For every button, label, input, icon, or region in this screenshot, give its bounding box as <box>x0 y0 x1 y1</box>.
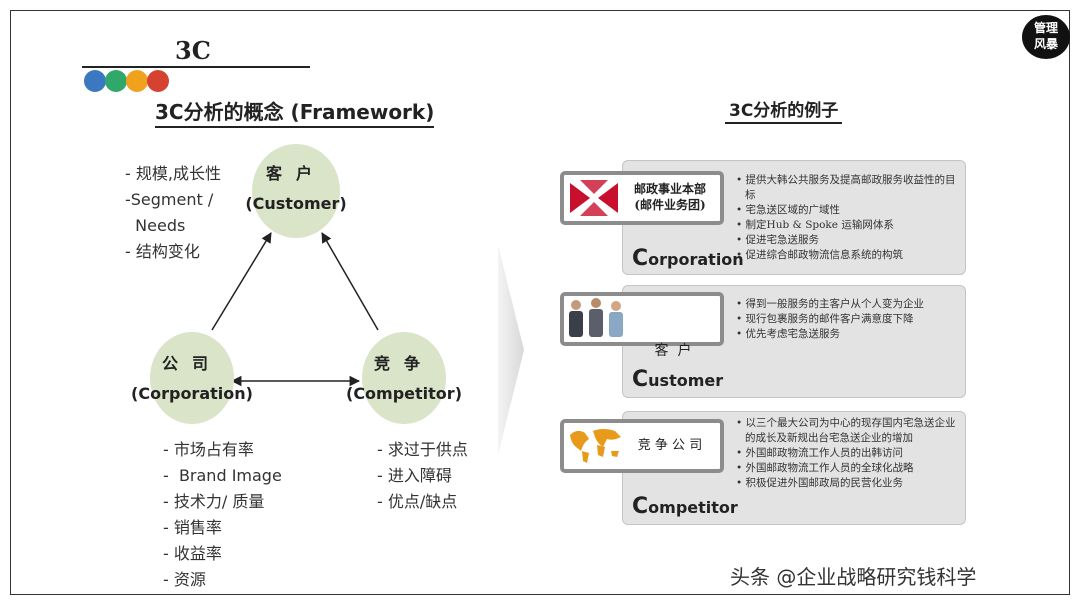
watermark: 头条 @企业战略研究钱科学 <box>730 565 977 589</box>
corporation-circle <box>150 332 234 424</box>
bullet-item: 制定Hub & Spoke 运输网体系 <box>736 218 964 233</box>
card-competitor-name: Competitor <box>632 494 738 519</box>
arrow-competitor-to-customer <box>321 232 379 331</box>
brand-badge: 管理 风暴 <box>1022 15 1070 59</box>
example-title: 3C分析的例子 <box>725 96 843 124</box>
bullet-item: 宅急送区域的广域性 <box>736 203 964 218</box>
people-icon <box>569 298 623 337</box>
card-corporation-box-text: 邮政事业本部 (邮件业务团) <box>622 181 718 213</box>
corporation-en: (Corporation) <box>131 384 253 403</box>
bullet-item: 促进宅急送服务 <box>736 233 964 248</box>
bullet-item: 优先考虑宅急送服务 <box>736 327 964 342</box>
card-competitor-box-line1: 竞 争 公 司 <box>637 438 703 453</box>
concept-title: 3C分析的概念 (Framework) <box>155 96 435 128</box>
title-underline <box>82 66 310 68</box>
customer-circle <box>252 144 340 238</box>
card-corporation-bullets: 提供大韩公共服务及提高邮政服务收益性的目标 宅急送区域的广域性 制定Hub & … <box>736 173 964 263</box>
bullet-item: 促进综合邮政物流信息系统的构筑 <box>736 248 964 263</box>
badge-line2: 风暴 <box>1033 37 1058 51</box>
color-dots <box>84 70 169 92</box>
postal-logo-icon <box>570 180 618 216</box>
card-competitor-box <box>560 419 724 473</box>
corporation-label: 公司 (Corporation) <box>122 350 262 403</box>
bullet-item: 以三个最大公司为中心的现存国内宅急送企业的成长及新规出台宅急送企业的增加 <box>736 416 964 446</box>
color-dot-green <box>105 70 127 92</box>
color-dot-red <box>147 70 169 92</box>
card-customer-name: Customer <box>632 367 723 392</box>
bullet-item: 外国邮政物流工作人员的出韩访问 <box>736 446 964 461</box>
card-customer-box-text: 客 户 <box>628 311 718 375</box>
card-corporation-rest: orporation <box>648 250 744 269</box>
card-customer-initial: C <box>632 367 649 392</box>
card-customer-rest: ustomer <box>648 371 724 390</box>
corporation-cn: 公司 <box>161 354 222 373</box>
competitor-en: (Competitor) <box>346 384 462 403</box>
card-competitor-initial: C <box>632 494 649 519</box>
bullet-item: 现行包裹服务的邮件客户满意度下降 <box>736 312 964 327</box>
card-corporation-box-line1: 邮政事业本部 <box>633 182 706 196</box>
bullet-item: 提供大韩公共服务及提高邮政服务收益性的目标 <box>736 173 964 203</box>
color-dot-orange <box>126 70 148 92</box>
corporation-list: - 市场占有率 - Brand Image - 技术力/ 质量 - 销售率 - … <box>163 440 282 589</box>
card-corporation-name: Corporation <box>632 246 744 271</box>
competitor-label: 竞争 (Competitor) <box>339 350 469 403</box>
bullet-item: 得到一般服务的主客户从个人变为企业 <box>736 297 964 312</box>
card-competitor-bullets: 以三个最大公司为中心的现存国内宅急送企业的成长及新规出台宅急送企业的增加 外国邮… <box>736 416 964 491</box>
customer-label: 客户 (Customer) <box>236 160 356 213</box>
card-competitor-rest: ompetitor <box>648 498 738 517</box>
card-competitor-box-text: 竞 争 公 司 <box>622 438 718 454</box>
arrow-corporation-to-customer <box>211 232 272 331</box>
world-map-icon <box>570 429 621 463</box>
competitor-cn: 竞争 <box>373 354 434 373</box>
customer-list: - 规模,成长性 -Segment / Needs - 结构变化 <box>125 164 221 261</box>
color-dot-blue <box>84 70 106 92</box>
bullet-item: 积极促进外国邮政局的民营化业务 <box>736 476 964 491</box>
card-corporation-box-line2: (邮件业务团) <box>634 198 706 212</box>
slide-title: 3C <box>175 36 211 65</box>
badge-line1: 管理 <box>1033 21 1058 35</box>
card-customer-box-line1: 客 户 <box>654 343 692 359</box>
customer-cn: 客户 <box>265 164 326 183</box>
customer-en: (Customer) <box>245 194 347 213</box>
card-customer-box <box>560 292 724 346</box>
chevron-arrow <box>498 245 524 455</box>
bullet-item: 外国邮政物流工作人员的全球化战略 <box>736 461 964 476</box>
card-customer-bullets: 得到一般服务的主客户从个人变为企业 现行包裹服务的邮件客户满意度下降 优先考虑宅… <box>736 297 964 342</box>
card-corporation-initial: C <box>632 246 649 271</box>
competitor-circle <box>362 332 446 424</box>
competitor-list: - 求过于供点 - 进入障碍 - 优点/缺点 <box>377 440 468 511</box>
